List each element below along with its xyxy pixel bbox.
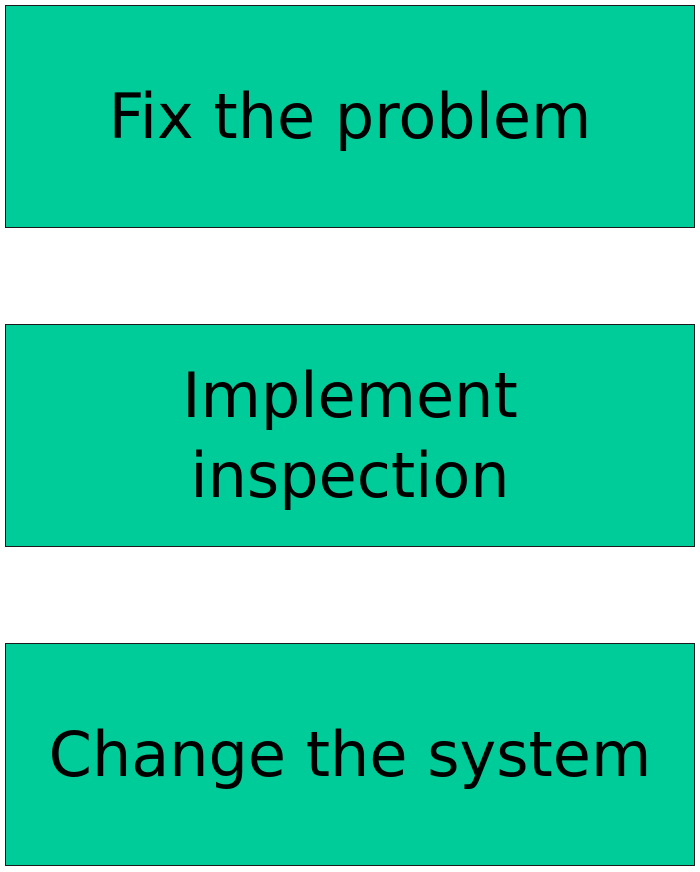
step-box-change-the-system: Change the system: [5, 643, 695, 866]
step-label-implement-inspection: Implement inspection: [182, 358, 518, 512]
step-box-implement-inspection: Implement inspection: [5, 324, 695, 547]
step-label-change-the-system: Change the system: [48, 717, 652, 791]
step-box-fix-the-problem: Fix the problem: [5, 5, 695, 228]
step-label-fix-the-problem: Fix the problem: [108, 79, 592, 153]
